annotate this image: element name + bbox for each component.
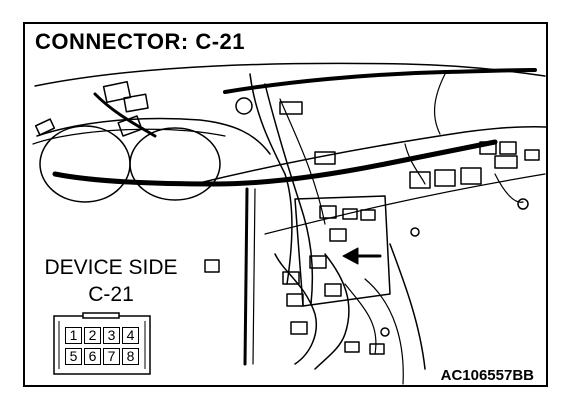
grommet-1: [235, 97, 253, 115]
connector-block-5: [279, 101, 303, 115]
device-side-text: DEVICE SIDE: [44, 256, 178, 279]
pin-7: 7: [103, 348, 120, 365]
connector-title: CONNECTOR: C-21: [35, 29, 246, 54]
inset-panel: [294, 195, 391, 307]
figure-code: AC106557BB: [440, 367, 534, 384]
support-bar-left: [243, 187, 249, 366]
wire-bundle-3: [279, 98, 326, 225]
wire-right-1: [434, 73, 446, 135]
console-curve-2: [364, 278, 404, 385]
connector-block-24: [369, 343, 385, 355]
connector-block-6: [314, 151, 336, 165]
console-curve: [389, 243, 426, 370]
connector-block-11: [499, 141, 517, 155]
wire-loop-3: [344, 283, 377, 355]
connector-block-22: [290, 321, 308, 335]
connector-block-21: [324, 283, 342, 297]
wire-right-2: [494, 173, 524, 203]
wire-bundle-1: [249, 73, 293, 285]
connector-id-text: C-21: [88, 283, 134, 306]
left-harness: [93, 92, 157, 138]
connector-block-9: [460, 167, 482, 185]
connector-block-14: [319, 205, 337, 219]
connector-face: [53, 312, 151, 375]
connector-block-7: [409, 171, 431, 189]
connector-block-10: [479, 141, 497, 155]
support-bar-right: [252, 188, 256, 365]
grommet-4: [380, 327, 390, 337]
pin-8: 8: [122, 348, 139, 365]
connector-block-18: [309, 255, 327, 269]
pin-5: 5: [65, 348, 82, 365]
connector-block-4: [34, 118, 56, 136]
gauge-right: [129, 127, 221, 201]
pointer-arrow-head: [342, 247, 359, 265]
connector-block-15: [342, 208, 358, 220]
harness-illustration: [32, 62, 546, 385]
grommet-2: [410, 227, 420, 237]
connector-block-12: [494, 155, 518, 169]
connector-block-25: [204, 259, 220, 273]
wire-loop-2: [314, 253, 350, 370]
connector-block-17: [329, 228, 347, 242]
connector-block-19: [282, 271, 300, 285]
connector-block-2: [123, 93, 149, 113]
connector-block-8: [434, 169, 456, 187]
wire-loop-1: [274, 253, 317, 365]
wire-right-3: [404, 143, 426, 185]
upper-harness: [223, 68, 537, 94]
connector-block-16: [360, 209, 376, 221]
gauge-left: [39, 125, 131, 203]
pin-3: 3: [103, 327, 120, 344]
connector-block-1: [102, 80, 132, 104]
connector-block-23: [344, 341, 360, 353]
connector-block-20: [286, 293, 304, 307]
gauge-hood: [32, 128, 226, 145]
main-harness: [52, 139, 498, 187]
pin-1: 1: [65, 327, 82, 344]
connector-block-3: [117, 115, 143, 137]
pin-6: 6: [84, 348, 101, 365]
pin-4: 4: [122, 327, 139, 344]
device-side-label: DEVICE SIDE C-21: [31, 254, 191, 308]
dashboard-shelf: [194, 126, 546, 185]
grommet-3: [517, 198, 529, 210]
connector-block-13: [524, 149, 540, 161]
diagram-frame: CONNECTOR: C-21: [23, 22, 548, 387]
pin-2: 2: [84, 327, 101, 344]
dashboard-underside: [264, 173, 546, 235]
